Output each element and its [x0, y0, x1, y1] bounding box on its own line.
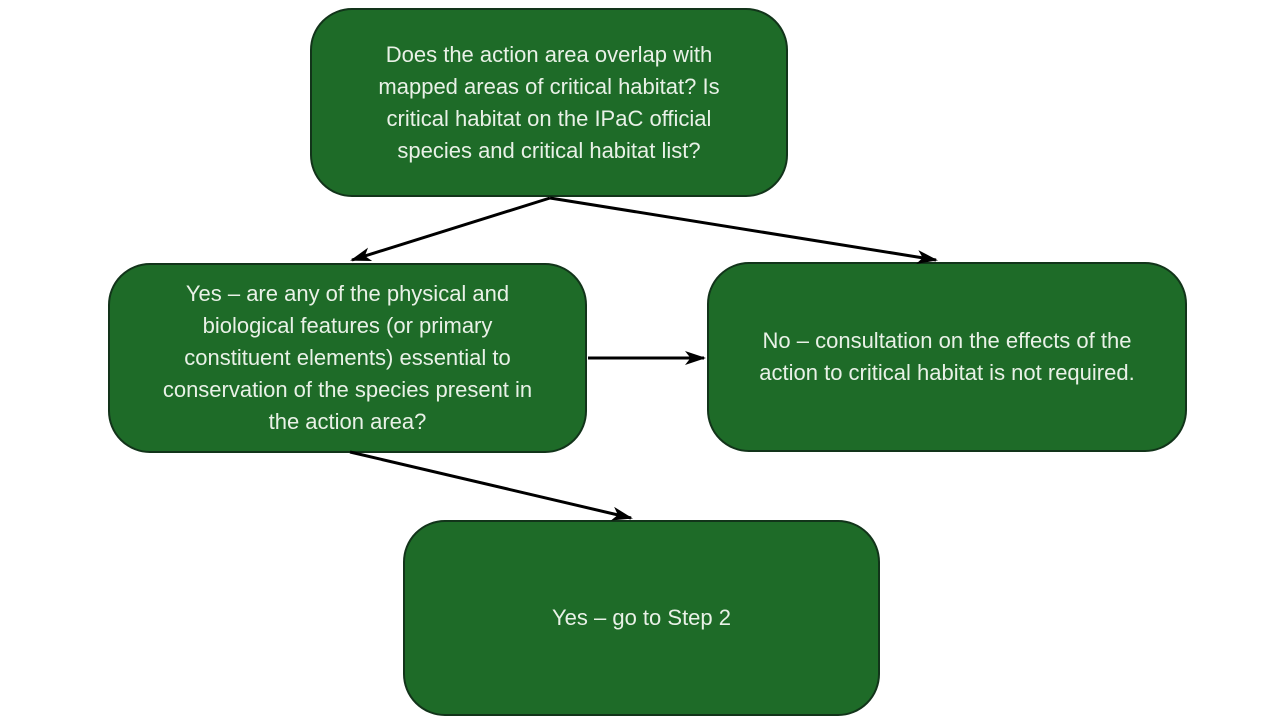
edge-yes-to-step2-arrow	[349, 450, 633, 521]
node-question-overlap: Does the action area overlap with mapped…	[310, 8, 788, 197]
node-yes-features: Yes – are any of the physical and biolog…	[108, 263, 587, 453]
edge-question-to-yes-arrow	[350, 196, 551, 262]
node-yes-step2: Yes – go to Step 2	[403, 520, 880, 716]
node-question-overlap-label: Does the action area overlap with mapped…	[378, 41, 720, 163]
node-yes-features-label: Yes – are any of the physical and biolog…	[162, 281, 533, 434]
node-yes-step2-label: Yes – go to Step 2	[552, 605, 731, 630]
node-no-consultation: No – consultation on the effects of the …	[707, 262, 1187, 452]
node-no-consultation-label: No – consultation on the effects of the …	[759, 328, 1135, 385]
edge-question-to-no-arrow	[549, 196, 938, 264]
